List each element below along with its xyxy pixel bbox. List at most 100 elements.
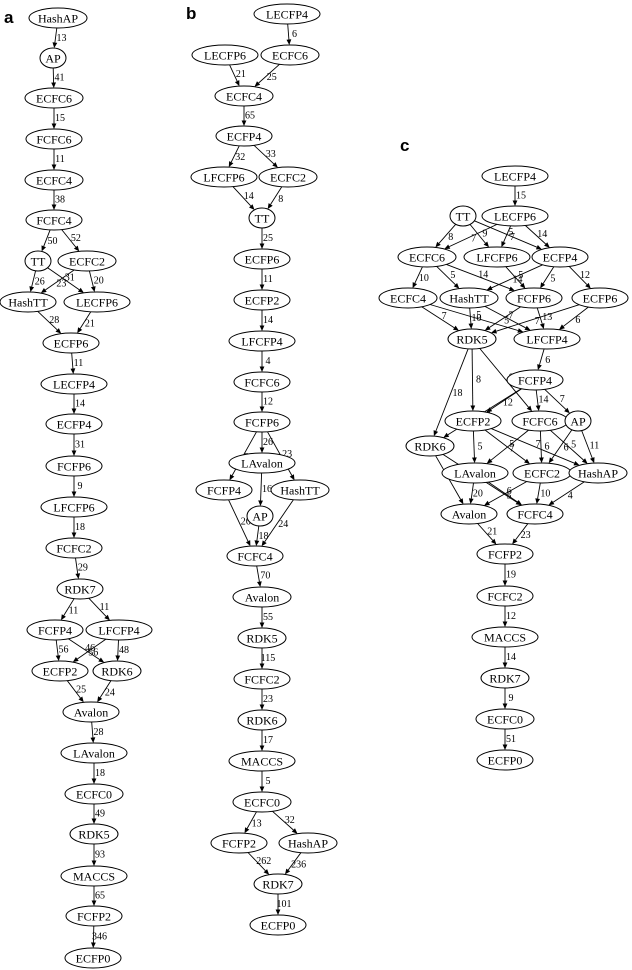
node-c-rdk5: RDK5 [447, 328, 497, 350]
node-ellipse [228, 330, 296, 352]
edge-arrowhead [40, 288, 47, 294]
edge-weight-label: 11 [69, 605, 79, 616]
edge-weight-label: 4 [266, 356, 271, 367]
edge-arrowhead [257, 581, 262, 587]
node-label: ECFC6 [36, 92, 72, 106]
edge-label: 23 [263, 694, 273, 705]
node-label: Avalon [74, 706, 108, 720]
node-ellipse [215, 125, 273, 147]
edge-c-fcfp4-to-c-fcfc6 [535, 389, 541, 411]
edge-line [258, 63, 280, 84]
edge-c-fcfp4-to-c-ecfp2 [486, 388, 522, 413]
edge-arrowhead [259, 325, 265, 331]
edge-label: 12 [503, 397, 513, 408]
node-label: RDK5 [78, 828, 109, 842]
edge-c-ecfc6-to-c-hashtt [436, 266, 460, 289]
edge-label: 4 [568, 490, 573, 501]
edge-weight-label: 5 [478, 441, 483, 452]
edge-label: 9 [509, 693, 514, 704]
edge-arrowhead [458, 498, 464, 505]
node-a-fcfc6: FCFC6 [25, 128, 83, 150]
edge-weight-label: 10 [419, 273, 429, 284]
edge-label: 8 [476, 375, 481, 386]
edge-c-fcfp6-to-c-rdk5 [484, 306, 521, 331]
edge-b-fcfp6-to-b-lavalon [259, 432, 265, 453]
edge-a-hashtt-to-a-ecfp6 [37, 311, 62, 334]
edge-weight-label: 13 [57, 33, 67, 44]
edge-weight-label: 24 [105, 688, 115, 699]
node-label: FCFC2 [56, 542, 91, 556]
edge-label: 7 [471, 234, 476, 245]
node-a-lavalon: LAvalon [60, 742, 128, 764]
edge-arrowhead [508, 286, 515, 291]
edge-label: 29 [78, 563, 88, 574]
edge-arrowhead [524, 458, 530, 464]
edge-b-avalon-to-b-rdk5 [259, 607, 265, 628]
edge-label: 6 [564, 443, 569, 454]
edge-label: 13 [542, 312, 552, 323]
edge-weight-label: 8 [448, 232, 453, 243]
node-label: LECFP4 [53, 378, 95, 392]
edge-weight-label: 12 [580, 270, 590, 281]
edge-a-tt-to-a-hashtt [29, 270, 37, 292]
node-ellipse [60, 865, 128, 887]
node-c-fcfp6: FCFP6 [505, 287, 563, 309]
edge-label: 46 [85, 643, 95, 654]
edge-a-lavalon-to-a-ecfc0 [91, 763, 97, 784]
edge-a-lfcfp6-to-a-fcfc2 [71, 517, 77, 538]
node-label: RDK7 [489, 672, 520, 686]
node-b-maccs: MACCS [228, 750, 296, 772]
edge-b-ecfp4-to-b-ecfc2 [253, 144, 278, 168]
edge-weight-label: 11 [74, 358, 84, 369]
node-label: ECFP2 [456, 415, 491, 429]
edge-line [91, 721, 94, 738]
node-label: LFCFP6 [53, 501, 94, 515]
node-c-ap: AP [564, 410, 592, 432]
node-ellipse [45, 455, 103, 477]
edge-weight-label: 14 [75, 399, 85, 410]
edge-line [429, 304, 519, 331]
edge-line [31, 270, 37, 287]
node-label: FCFP6 [517, 292, 551, 306]
node-c-avalon: Avalon [440, 503, 498, 525]
edge-b-ecfp6-to-b-ecfp2 [259, 269, 265, 290]
edge-arrowhead [261, 540, 267, 547]
node-label: LECFP4 [494, 170, 536, 184]
edge-label: 6 [507, 486, 512, 497]
edge-weight-label: 17 [263, 735, 273, 746]
node-ellipse [246, 505, 274, 527]
edge-label: 7 [509, 310, 514, 321]
edge-label: 7 [510, 232, 515, 243]
edge-c-lfcfp6-to-c-fcfp6 [505, 266, 526, 289]
node-a-ecfp4: ECFP4 [45, 413, 103, 435]
edge-label: 12 [506, 611, 516, 622]
edge-arrowhead [433, 430, 439, 437]
node-c-fcfc2: FCFC2 [476, 585, 534, 607]
edge-line [484, 429, 526, 461]
edge-a-fcfp4-to-a-ecfp2 [55, 639, 61, 661]
edge-a-rdk5-to-a-maccs [91, 844, 97, 866]
edge-line [256, 565, 260, 582]
edge-label: 12 [580, 270, 590, 281]
node-ellipse [195, 479, 253, 501]
edge-weight-label: 18 [75, 522, 85, 533]
edge-arrowhead [77, 327, 83, 334]
edge-label: 11 [55, 154, 65, 165]
edge-arrowhead [544, 242, 550, 248]
edge-arrowhead [484, 500, 490, 506]
edge-line [438, 224, 457, 244]
node-ellipse [60, 742, 128, 764]
edge-weight-label: 26 [241, 516, 251, 527]
edge-arrowhead [244, 827, 250, 834]
edge-label: 7 [560, 394, 565, 405]
edge-b-tt-to-b-ecfp6 [259, 228, 265, 249]
edge-weight-label: 24 [278, 519, 288, 530]
edge-c-ecfp2-to-c-ecfc2 [484, 429, 530, 464]
edge-line [270, 186, 283, 205]
node-a-ecfp6: ECFP6 [42, 332, 100, 354]
edge-weight-label: 15 [516, 191, 526, 202]
node-label: FCFC4 [36, 214, 71, 228]
edge-arrowhead [259, 243, 265, 249]
node-label: ECFC4 [36, 174, 72, 188]
edge-arrowhead [484, 325, 491, 331]
